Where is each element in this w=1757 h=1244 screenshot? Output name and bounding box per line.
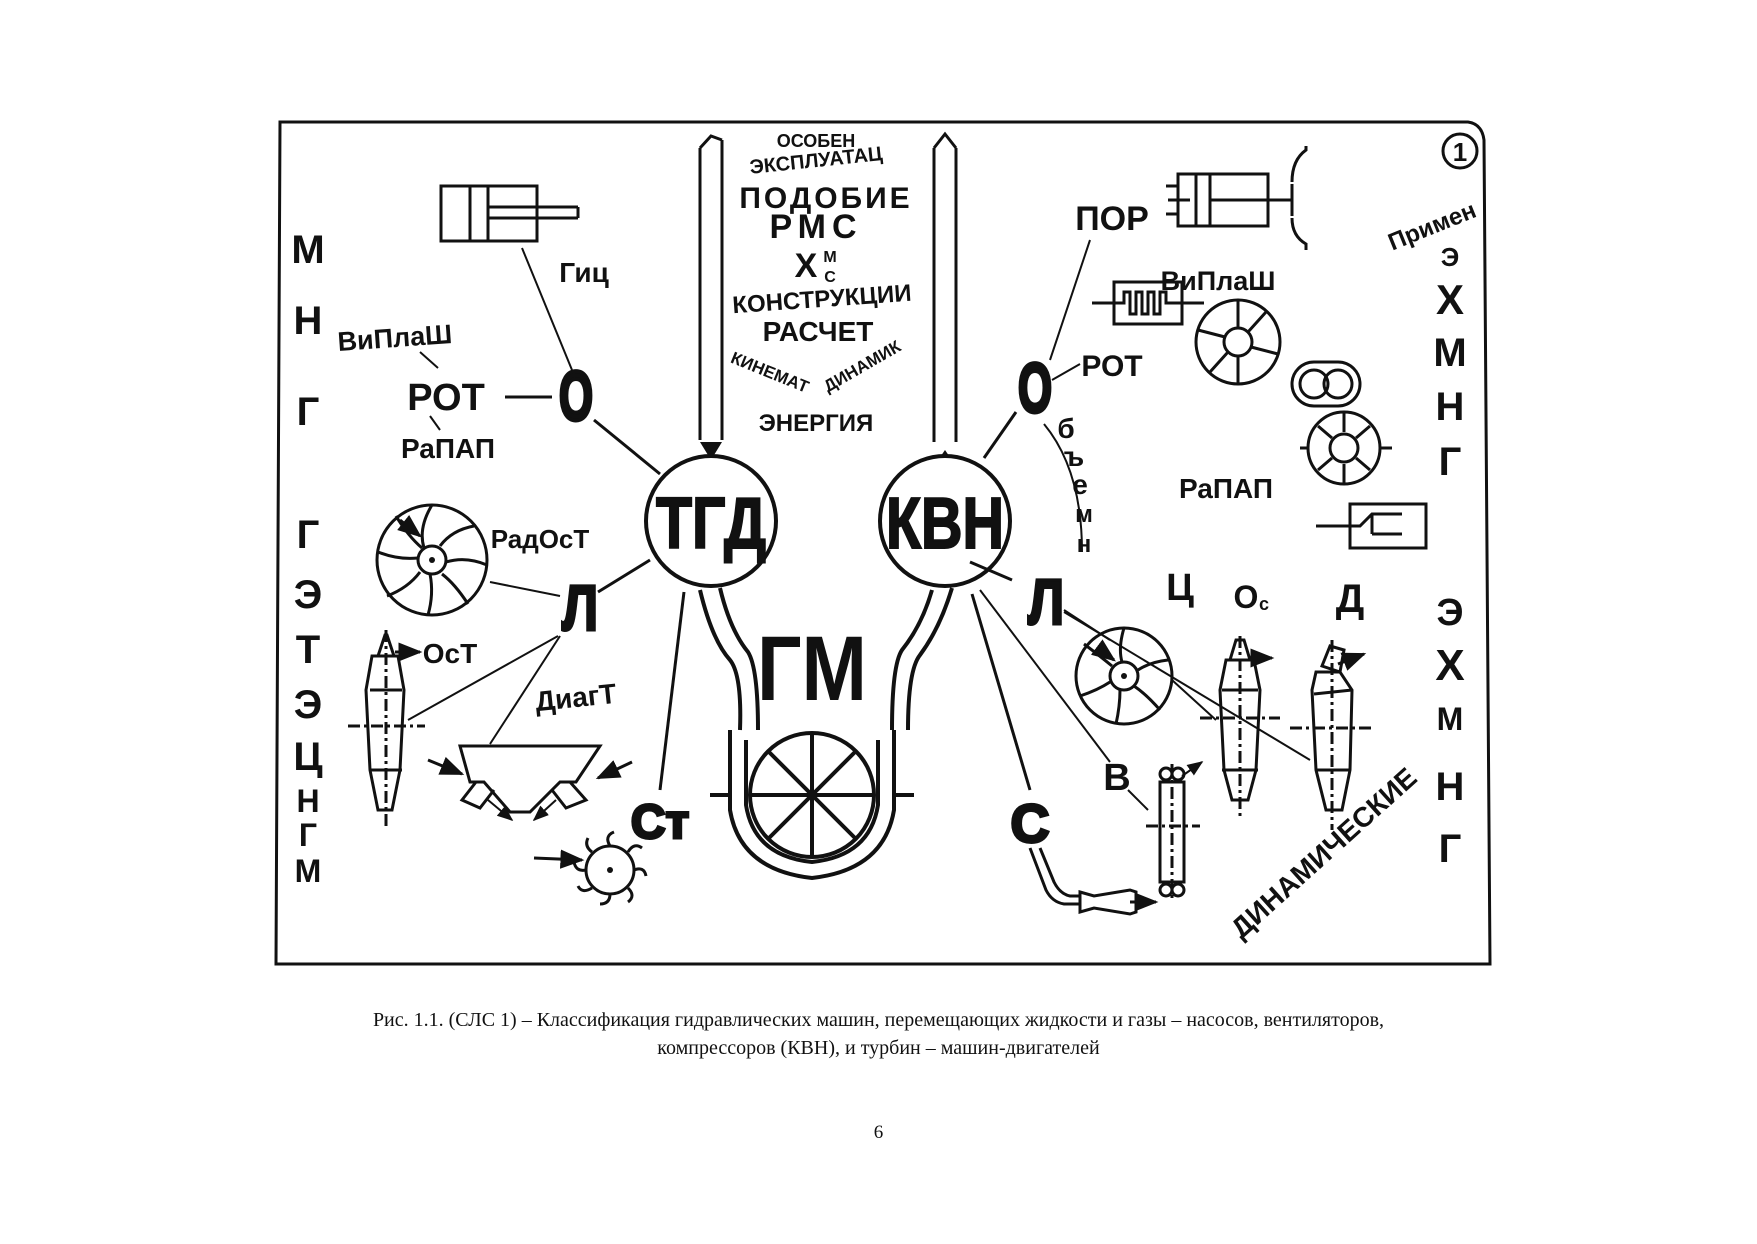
left-vertical-letters-top: М Н Г (291, 228, 324, 434)
left-label-ost: ОсТ (423, 638, 477, 669)
left-b-letter-7: Г (299, 817, 317, 853)
right-b-letter-x: Х (1435, 641, 1464, 690)
right-b-letter-e: Э (1436, 592, 1463, 634)
left-label-rapap: РаПАП (401, 433, 495, 464)
left-b-letter-2: Э (294, 573, 322, 617)
right-label-dinamicheskie: ДИНАМИЧЕСКИЕ (1225, 762, 1423, 945)
figure-caption: Рис. 1.1. (СЛС 1) – Классификация гидрав… (150, 1006, 1607, 1062)
left-l-node: Л (562, 572, 598, 644)
left-label-radost: РадОсТ (491, 524, 590, 554)
label-x: Х (795, 247, 818, 285)
right-b-letter-g: Г (1439, 827, 1462, 871)
radial-wheel-icon (375, 503, 489, 617)
diagonal-turbine-icon (458, 744, 603, 814)
left-letter-m: М (291, 228, 324, 272)
right-obemn-1: б (1057, 413, 1074, 444)
roots-blower-icon (1290, 360, 1362, 408)
axial-stage-left-icon (348, 630, 425, 830)
right-letter-x: Х (1436, 276, 1464, 323)
coil-icon (1092, 280, 1204, 326)
impulse-wheel-icon (572, 830, 648, 906)
label-gic: Гиц (559, 257, 609, 288)
rotary-vane-icon (1194, 298, 1282, 386)
caption-line-1: Рис. 1.1. (СЛС 1) – Классификация гидрав… (372, 1009, 1385, 1031)
diagonal-rotor-right-icon (1290, 640, 1374, 830)
right-letter-n: Н (1436, 385, 1465, 429)
right-letter-g: Г (1439, 440, 1462, 484)
left-label-diagt: ДиагТ (534, 678, 618, 717)
right-obemn-2: ъ (1064, 441, 1084, 472)
page-number: 6 (873, 1122, 884, 1143)
axial-piston-icon (1300, 410, 1392, 486)
right-letter-e: Э (1441, 242, 1460, 272)
left-label-viplash: ВиПлаШ (337, 319, 454, 357)
left-b-letter-3: Т (296, 628, 320, 672)
right-label-os: О (1234, 579, 1259, 615)
right-obemn-5: н (1077, 531, 1092, 558)
tgd-node: ТГД (644, 454, 778, 588)
label-m-sup: М (823, 249, 836, 266)
left-letter-n: Н (294, 299, 323, 343)
right-vertical-letters-bottom: Э Х М Н Г (1435, 592, 1464, 871)
label-osoben: ОСОБЕН (777, 131, 856, 151)
kvn-label: КВН (886, 484, 1004, 564)
label-s-sub: С (824, 269, 836, 286)
gm-label: ГМ (757, 618, 867, 720)
valve-box-icon (1316, 502, 1428, 550)
label-kinemat: КИНЕМАТ (728, 348, 812, 397)
right-label-os-sub: с (1259, 594, 1269, 614)
left-b-letter-1: Г (297, 513, 320, 557)
right-c-node: С (1011, 794, 1050, 854)
tgd-label: ТГД (656, 484, 766, 564)
kvn-node: КВН (878, 454, 1012, 588)
center-pipe-left (698, 134, 724, 440)
left-b-letter-5: Ц (293, 735, 322, 779)
cylinder-icon (439, 184, 580, 243)
label-energiya: ЭНЕРГИЯ (759, 410, 874, 437)
left-label-rot: РОТ (407, 377, 485, 419)
center-pipe-right (932, 131, 958, 442)
right-obemn-3: е (1072, 469, 1088, 500)
right-label-rot: РОТ (1081, 350, 1142, 383)
left-o-node: О (559, 357, 593, 435)
left-st-node: Ст (631, 796, 689, 849)
label-konstruktsii: КОНСТРУКЦИИ (732, 280, 913, 319)
left-letter-g: Г (297, 390, 320, 434)
right-label-viplash: ВиПлаШ (1161, 266, 1276, 296)
figure-number: 1 (1453, 137, 1467, 167)
jet-pump-icon (1028, 847, 1138, 916)
label-podobie: ПОДОБИЕ (739, 182, 912, 215)
right-b-letter-m: М (1437, 701, 1464, 737)
right-label-primen: Примен (1384, 197, 1480, 257)
label-raschet: РАСЧЕТ (763, 316, 874, 347)
left-b-letter-6: Н (296, 783, 319, 819)
right-label-por: ПОР (1075, 200, 1149, 238)
label-rms: РМС (769, 208, 862, 246)
left-b-letter-4: Э (294, 683, 322, 727)
right-b-letter-n: Н (1436, 765, 1465, 809)
axial-rotor-right-icon (1200, 636, 1280, 820)
left-b-letter-8: М (295, 853, 322, 889)
right-label-rapap: РаПАП (1179, 473, 1273, 504)
right-vertical-letters-top: Э Х М Н Г (1433, 242, 1466, 484)
figure-number-badge: 1 (1441, 132, 1479, 170)
caption-line-2: компрессоров (КВН), и турбин – машин-дви… (657, 1037, 1100, 1059)
right-l-node: Л (1028, 566, 1064, 638)
right-label-v: В (1103, 757, 1130, 799)
left-vertical-letters-bottom: Г Э Т Э Ц Н Г М (293, 513, 322, 889)
right-letter-m: М (1433, 331, 1466, 375)
diagram-frame (274, 120, 1492, 966)
top-column-text: ОСОБЕН ЭКСПЛУАТАЦ ПОДОБИЕ РМС Х М С КОНС… (728, 131, 913, 437)
right-label-ts: Ц (1166, 567, 1194, 609)
down-arrow-head (700, 442, 722, 460)
vortex-pump-icon (1146, 764, 1200, 900)
right-obemn-4: м (1075, 501, 1093, 528)
piston-pump-icon (1166, 146, 1308, 250)
right-o-node: О (1018, 349, 1052, 427)
right-label-d: Д (1336, 577, 1365, 621)
